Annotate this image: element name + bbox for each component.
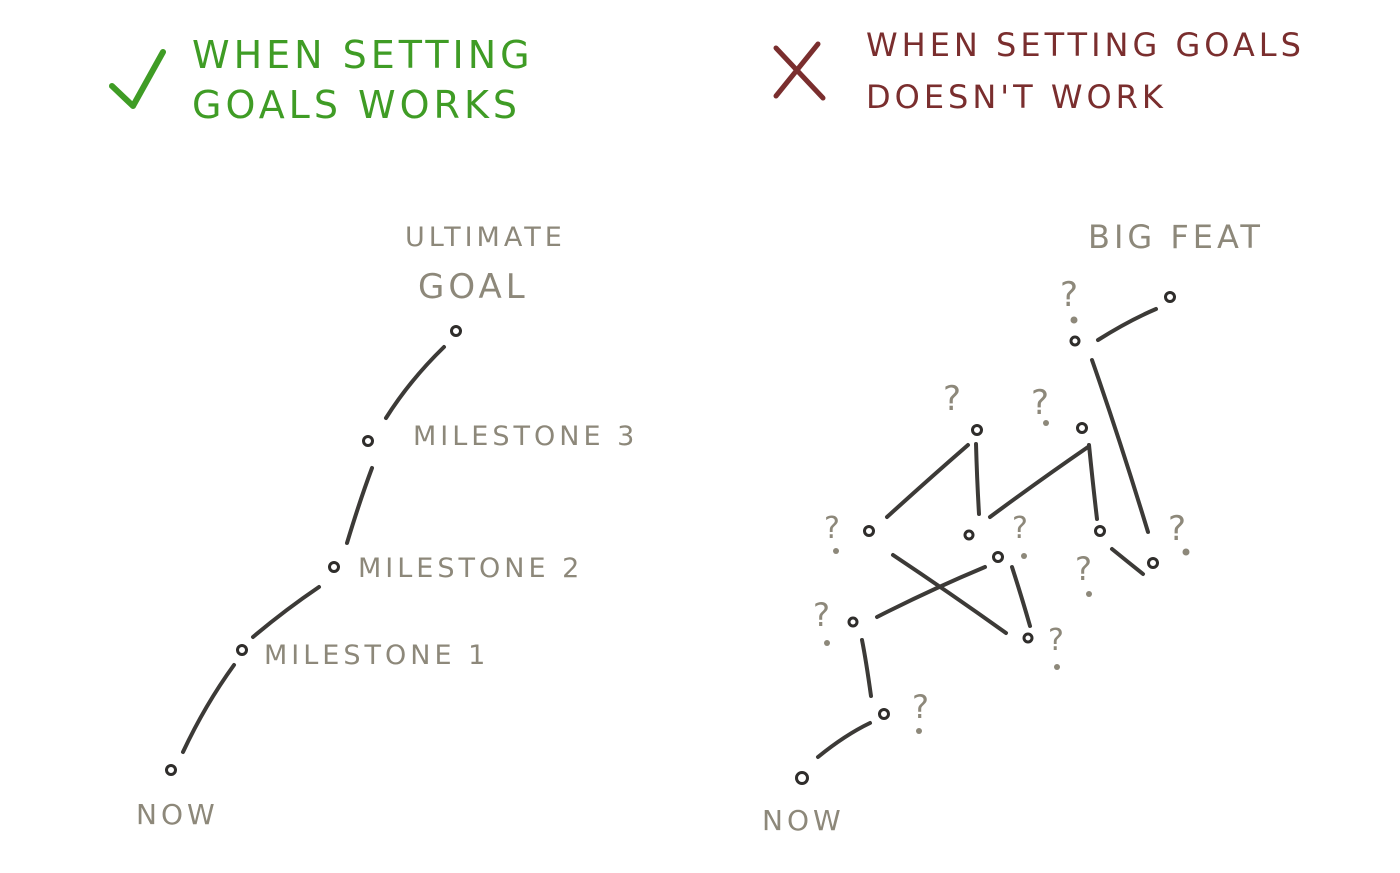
edge-c [875,565,987,619]
path-m2-to-m3 [345,466,374,545]
node-milestone-2 [328,561,340,573]
cross-icon [773,41,826,101]
node-r10 [1147,557,1159,569]
node-now [165,764,177,776]
edge-j [1110,547,1145,576]
left-panel: WHEN SETTING GOALS WORKS ULTIMATE GOAL M… [109,33,638,831]
edge-l [1096,307,1158,342]
label-milestone-3: MILESTONE 3 [413,421,638,452]
node-r2 [847,616,859,628]
question-marks: ? ? ? ? ? ? ? ? ? ? [813,275,1190,734]
edge-g [974,442,981,516]
label-milestone-1: MILESTONE 1 [264,640,489,671]
label-now-left: NOW [136,798,219,831]
node-r4 [992,551,1004,563]
node-ultimate-goal [450,325,462,337]
left-heading-line1: WHEN SETTING [192,33,534,77]
question-mark: ? [912,688,933,726]
edge-f [885,443,970,519]
edge-i [1087,443,1099,521]
right-panel: WHEN SETTING GOALS DOESN'T WORK BIG FEAT [762,26,1305,837]
node-milestone-3 [362,435,374,447]
edge-b [860,638,873,698]
edge-d [1010,565,1032,628]
node-now-right [795,771,809,785]
left-heading-line2: GOALS WORKS [192,83,521,127]
question-mark: ? [1048,623,1068,658]
path-m3-to-goal [384,345,446,420]
question-mark: ? [824,511,844,546]
edge-k [1090,358,1150,534]
label-goal: GOAL [418,267,529,307]
node-r7 [971,424,983,436]
path-m1-to-m2 [251,585,321,639]
right-heading-line1: WHEN SETTING GOALS [866,26,1305,64]
question-mark: ? [1060,275,1082,315]
edge-a [816,721,872,759]
node-r3 [1022,632,1034,644]
node-r9 [1094,525,1106,537]
question-mark: ? [1168,509,1190,549]
node-r11 [1069,335,1081,347]
label-now-right: NOW [762,804,845,837]
path-now-to-m1 [181,663,236,754]
label-ultimate: ULTIMATE [405,222,566,253]
edge-e [891,553,1008,635]
check-icon [109,49,166,109]
label-milestone-2: MILESTONE 2 [358,553,583,584]
question-mark: ? [1012,511,1032,546]
edge-h [988,445,1090,519]
question-mark: ? [1075,550,1096,588]
question-mark: ? [1031,383,1053,423]
node-r6 [963,529,975,541]
node-big-feat [1164,291,1176,303]
node-r1 [878,708,890,720]
node-r8 [1076,422,1088,434]
right-heading-line2: DOESN'T WORK [866,78,1167,116]
node-r5 [863,525,875,537]
node-milestone-1 [236,644,248,656]
label-big-feat: BIG FEAT [1088,218,1264,256]
question-mark: ? [943,379,965,419]
question-mark: ? [813,596,834,634]
